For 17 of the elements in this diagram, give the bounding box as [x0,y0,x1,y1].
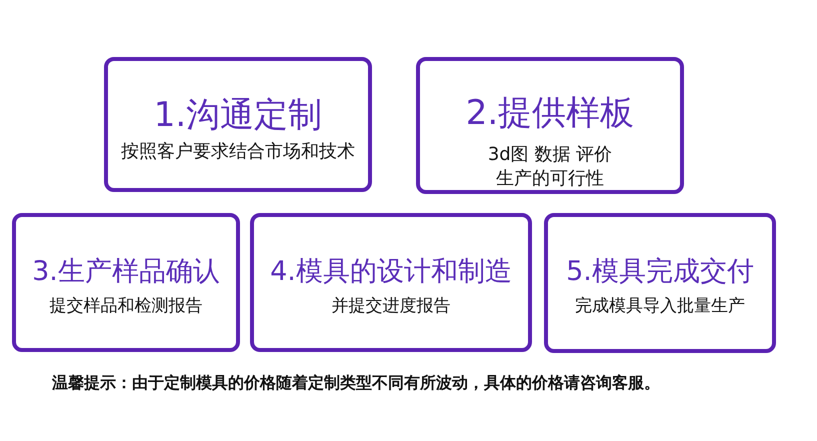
step-box [104,57,372,192]
step-box [12,213,240,352]
step-title: 3.生产样品确认 [32,256,220,288]
step-description: 按照客户要求结合市场和技术 [121,142,355,162]
step-description: 提交样品和检测报告 [50,297,202,317]
step-description: 3d图 数据 评价 [488,144,612,166]
step-title: 1.沟通定制 [154,96,322,136]
step-box [416,57,684,194]
step-box [250,213,532,352]
step-title: 2.提供样板 [466,94,634,134]
step-description: 完成模具导入批量生产 [575,297,745,317]
note-text: 温馨提示：由于定制模具的价格随着定制类型不同有所波动，具体的价格请咨询客服。 [52,373,660,392]
step-description: 生产的可行性 [496,168,604,190]
step-title: 5.模具完成交付 [566,256,754,288]
step-description: 并提交进度报告 [332,297,450,317]
step-box [544,213,776,353]
step-title: 4.模具的设计和制造 [270,256,512,288]
